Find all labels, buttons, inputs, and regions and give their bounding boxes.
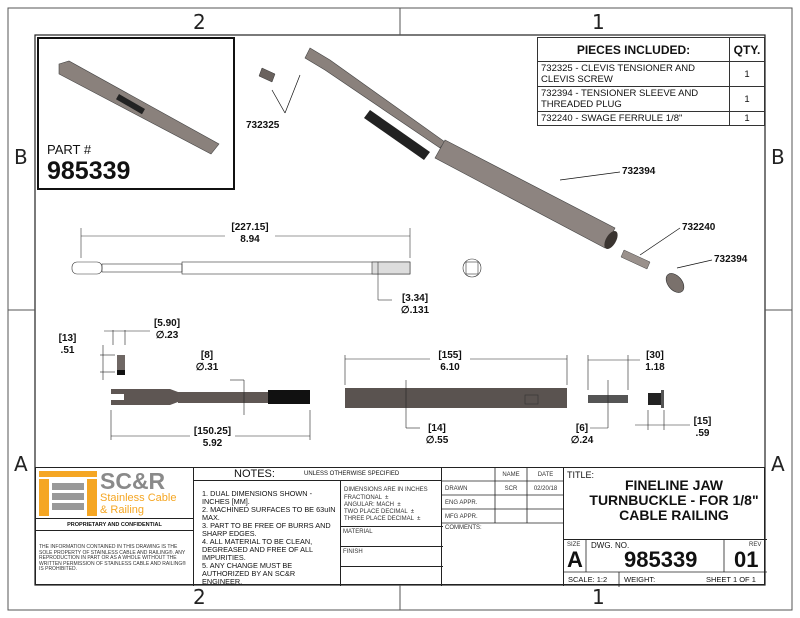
notes-subtitle: UNLESS OTHERWISE SPECIFIED — [304, 471, 400, 477]
notes-list: 1. DUAL DIMENSIONS SHOWN - INCHES [MM]. … — [202, 490, 337, 586]
size-value: A — [567, 547, 583, 572]
size-label: SIZE — [567, 542, 581, 548]
pieces-header: PIECES INCLUDED: — [537, 37, 730, 62]
proprietary-text: THE INFORMATION CONTAINED IN THIS DRAWIN… — [39, 544, 186, 572]
logo-short: SC&R — [100, 468, 166, 494]
table-row: 732240 - SWAGE FERRULE 1/8"1 — [537, 111, 765, 126]
zone-label-b-right: B — [771, 145, 785, 169]
dim-sleeve-diameter: [14]∅.55 — [425, 423, 449, 446]
tolerances: DIMENSIONS ARE IN INCHES FRACTIONAL ± AN… — [340, 481, 443, 586]
comments-label: COMMENTS: — [445, 525, 482, 531]
company-info: SC&R Stainless Cable & Railing PROPRIETA… — [36, 468, 193, 586]
date-header: DATE — [537, 472, 554, 478]
dwg-label: DWG. NO. — [591, 541, 630, 550]
title-label: TITLE: — [567, 470, 595, 480]
rev-label: REV — [749, 542, 762, 548]
tolerance-item: THREE PLACE DECIMAL ± — [344, 516, 421, 522]
dwg-number: 985339 — [624, 547, 698, 572]
scale: SCALE: 1:2 — [568, 575, 608, 584]
note-item: 5. ANY CHANGE MUST BE AUTHORIZED BY AN S… — [202, 561, 296, 586]
dim-screw-diameter: [5.90]∅.23 — [153, 318, 181, 341]
dim-sleeve-length: [155]6.10 — [430, 350, 470, 374]
side-view-assembly — [71, 228, 482, 301]
callout-732394-plug: 732394 — [714, 254, 748, 265]
pieces-table: PIECES INCLUDED:QTY. 732325 - CLEVIS TEN… — [537, 37, 765, 126]
piece-qty: 1 — [729, 111, 765, 126]
notes-section: NOTES: UNLESS OTHERWISE SPECIFIED 1. DUA… — [193, 468, 443, 586]
logo-line1: Stainless Cable — [100, 492, 177, 504]
zone-label-1: 1 — [592, 10, 605, 34]
part-label: PART # — [47, 142, 92, 157]
inset-part-image — [58, 60, 220, 155]
drawn-date: 02/20/18 — [533, 486, 558, 492]
zone-label-2: 2 — [193, 10, 206, 34]
zone-label-2-bottom: 2 — [193, 585, 206, 609]
dim-rod-diameter: [8]∅.31 — [195, 350, 219, 373]
part-inset: PART # 985339 — [37, 37, 235, 190]
zone-label-a: A — [14, 452, 28, 476]
note-item: 3. PART TO BE FREE OF BURRS AND SHARP ED… — [202, 521, 331, 538]
dim-hole: [3.34]∅.131 — [400, 293, 430, 316]
tolerance-item: ANGULAR: MACH ± — [344, 502, 401, 508]
finish-label: FINISH — [343, 549, 363, 555]
note-item: 2. MACHINED SURFACES TO BE 63uIN MAX. — [202, 505, 336, 522]
notes-title: NOTES: — [234, 468, 275, 480]
callout-732394: 732394 — [622, 166, 656, 177]
drawn-name: SCR — [504, 486, 518, 492]
dim-overall: [227.15]8.94 — [225, 222, 275, 246]
dim-ferrule-diameter: [6]∅.24 — [570, 423, 594, 446]
tolerance-title: DIMENSIONS ARE IN INCHES — [344, 487, 428, 493]
title-block: SC&R Stainless Cable & Railing PROPRIETA… — [35, 467, 767, 587]
tolerance-item: TWO PLACE DECIMAL ± — [344, 509, 415, 515]
piece-item: 732325 - CLEVIS TENSIONER AND CLEVIS SCR… — [537, 61, 730, 87]
part-number: 985339 — [47, 157, 131, 185]
logo-line2: & Railing — [100, 504, 145, 516]
dim-plug-length: [15].59 — [693, 416, 712, 439]
rev-value: 01 — [734, 547, 759, 572]
zone-label-a-right: A — [771, 452, 785, 476]
note-item: 1. DUAL DIMENSIONS SHOWN - INCHES [MM]. — [202, 489, 313, 506]
piece-qty: 1 — [729, 86, 765, 112]
drawn-label: DRAWN — [445, 486, 468, 492]
mfg-appr-label: MFG APPR. — [445, 514, 478, 520]
piece-item: 732240 - SWAGE FERRULE 1/8" — [537, 111, 730, 126]
eng-appr-label: ENG APPR. — [445, 500, 478, 506]
qty-header: QTY. — [729, 37, 765, 62]
material-label: MATERIAL — [343, 529, 373, 535]
name-header: NAME — [502, 472, 520, 478]
piece-item: 732394 - TENSIONER SLEEVE AND THREADED P… — [537, 86, 730, 112]
company-logo-icon — [39, 471, 97, 516]
callout-732240: 732240 — [682, 222, 716, 233]
zone-label-b: B — [14, 145, 28, 169]
exploded-parts — [100, 330, 690, 440]
piece-qty: 1 — [729, 61, 765, 87]
sheet: SHEET 1 OF 1 — [706, 575, 756, 584]
dim-ferrule-length: [30]1.18 — [645, 350, 665, 373]
table-row: 732394 - TENSIONER SLEEVE AND THREADED P… — [537, 86, 765, 112]
zone-label-1-bottom: 1 — [592, 585, 605, 609]
callout-732325: 732325 — [246, 120, 280, 131]
table-row: 732325 - CLEVIS TENSIONER AND CLEVIS SCR… — [537, 61, 765, 87]
tolerance-item: FRACTIONAL ± — [344, 495, 389, 501]
note-item: 4. ALL MATERIAL TO BE CLEAN, DEGREASED A… — [202, 537, 313, 562]
approvals-section: NAME DATE DRAWN SCR 02/20/18 ENG APPR. M… — [441, 468, 564, 586]
title-section: TITLE: FINELINE JAW TURNBUCKLE - FOR 1/8… — [563, 468, 767, 587]
dim-clevis-length: [150.25]5.92 — [190, 426, 235, 450]
weight: WEIGHT: — [624, 575, 656, 584]
proprietary-title: PROPRIETARY AND CONFIDENTIAL — [36, 518, 193, 531]
dim-screw-length: [13].51 — [58, 333, 77, 356]
drawing-title: FINELINE JAW TURNBUCKLE - FOR 1/8" CABLE… — [589, 477, 759, 523]
isometric-assembly — [258, 47, 713, 293]
